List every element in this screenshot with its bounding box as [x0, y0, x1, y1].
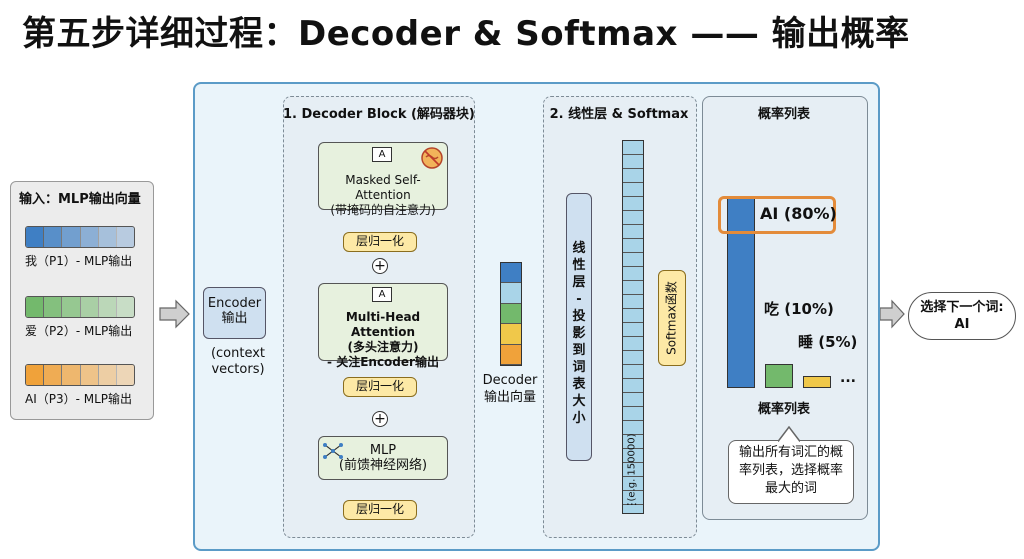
network-icon — [323, 443, 343, 459]
decoder-vector-cell — [501, 263, 521, 284]
vector-cell — [26, 365, 45, 385]
add-node-1: + — [372, 258, 388, 274]
decoder-vector-cell — [501, 303, 521, 325]
decoder-output-vector — [500, 262, 522, 366]
vector-cell — [98, 297, 117, 317]
note-pointer — [778, 426, 800, 442]
vector-p3-label: AI（P3）- MLP输出 — [25, 392, 133, 406]
vector-cell — [98, 227, 117, 247]
decoder-output-label: Decoder 输出向量 — [482, 373, 538, 405]
bar-label-sleep: 睡 (5%) — [798, 333, 858, 351]
vector-cell — [26, 297, 45, 317]
highlight-box — [718, 196, 836, 234]
decoder-vector-cell — [501, 283, 521, 304]
vector-cell — [62, 227, 81, 247]
vector-cell — [98, 365, 117, 385]
big-arrow-output — [879, 299, 905, 329]
bar-label-eat: 吃 (10%) — [764, 300, 834, 318]
bar-label-ai: AI (80%) — [760, 204, 837, 223]
vector-cell — [80, 227, 99, 247]
page-title: 第五步详细过程：Decoder & Softmax —— 输出概率 — [22, 14, 910, 54]
probability-bar — [803, 376, 831, 388]
input-panel-title: 输入：MLP输出向量 — [19, 192, 141, 207]
vector-p3 — [25, 364, 135, 386]
probability-bar — [727, 198, 755, 388]
vector-p2 — [25, 296, 135, 318]
mask-icon — [421, 147, 443, 169]
probability-panel-title: 概率列表 — [757, 107, 810, 122]
probability-axis-label: 概率列表 — [757, 402, 810, 417]
vector-p2-label: 爱（P2）- MLP输出 — [25, 324, 133, 338]
vector-cell — [116, 227, 134, 247]
vector-p1 — [25, 226, 135, 248]
vector-cell — [44, 365, 63, 385]
vector-cell — [80, 297, 99, 317]
bar-dots: ... — [840, 370, 856, 386]
layer-norm-3: 层归一化 — [343, 500, 417, 520]
softmax-box: Softmax函数 — [658, 270, 686, 366]
decoder-vector-cell — [501, 344, 521, 366]
linear-softmax-title: 2. 线性层 & Softmax — [549, 107, 689, 122]
vector-cell — [80, 365, 99, 385]
layer-norm-1: 层归一化 — [343, 232, 417, 252]
output-next-word: 选择下一个词: AI — [908, 292, 1016, 340]
vocab-logits-vector — [622, 140, 644, 514]
vector-cell — [116, 297, 134, 317]
encoder-note: (context vectors) — [210, 346, 266, 377]
linear-layer-box: 线 性 层 - 投 影 到 词 表 大 小 — [566, 193, 592, 461]
input-panel: 输入：MLP输出向量 我（P1）- MLP输出 爱（P2）- MLP输出 AI（… — [10, 181, 154, 420]
vector-p1-label: 我（P1）- MLP输出 — [25, 254, 133, 268]
layer-norm-2: 层归一化 — [343, 377, 417, 397]
probability-bar — [765, 364, 793, 388]
vector-cell — [44, 227, 63, 247]
encoder-output-box: Encoder 输出 — [203, 287, 266, 339]
vector-cell — [26, 227, 45, 247]
softmax-label: Softmax函数 — [664, 281, 679, 355]
vector-cell — [116, 365, 134, 385]
decoder-vector-cell — [501, 324, 521, 345]
vocab-dots: ... — [626, 494, 638, 508]
attention-icon: A — [372, 147, 392, 162]
vector-cell — [44, 297, 63, 317]
selection-note: 输出所有词汇的概 率列表，选择概率 最大的词 — [728, 440, 854, 504]
decoder-block-title: 1. Decoder Block (解码器块) — [283, 107, 475, 122]
vector-cell — [62, 365, 81, 385]
big-arrow-input — [159, 299, 190, 329]
vector-cell — [62, 297, 81, 317]
attention-icon-2: A — [372, 287, 392, 302]
add-node-2: + — [372, 411, 388, 427]
